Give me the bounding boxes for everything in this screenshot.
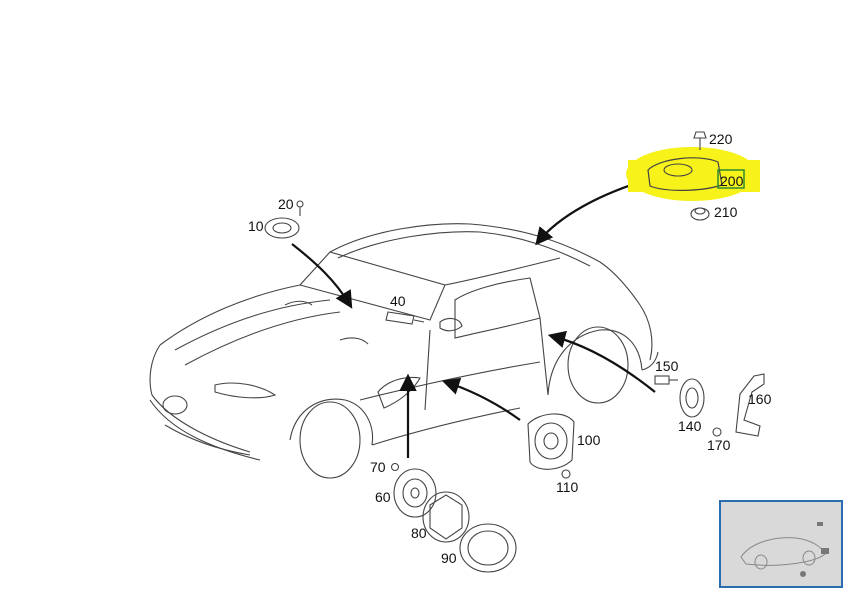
part-150-bolt — [654, 375, 678, 385]
callout-220: 220 — [709, 131, 733, 147]
callout-150: 150 — [655, 358, 679, 374]
callout-170: 170 — [707, 437, 731, 453]
part-200-highlight[interactable] — [626, 147, 760, 201]
callout-100: 100 — [577, 432, 601, 448]
callout-70: 70 — [370, 459, 386, 475]
arrow-to-door — [441, 377, 521, 421]
part-60-woofer — [393, 468, 437, 518]
car-outline — [149, 223, 659, 479]
callout-40: 40 — [390, 293, 406, 309]
part-210-clip — [690, 207, 710, 221]
arrows — [291, 180, 656, 458]
arrow-to-dash — [291, 243, 353, 309]
arrow-to-rear — [547, 330, 656, 393]
arrow-to-roof — [535, 180, 641, 246]
part-140-speaker — [679, 378, 705, 418]
callout-60: 60 — [375, 489, 391, 505]
thumbnail-preview[interactable] — [719, 500, 843, 588]
part-110-nut — [561, 469, 571, 479]
part-170-clip — [712, 427, 722, 437]
callout-210: 210 — [714, 204, 738, 220]
highlight-box — [717, 169, 745, 189]
callout-labels: 220 200 210 20 10 40 150 160 140 170 100… — [248, 131, 772, 566]
part-90-ring — [459, 523, 517, 573]
callout-20: 20 — [278, 196, 294, 212]
callout-140: 140 — [678, 418, 702, 434]
part-70-clip — [390, 462, 400, 472]
part-20-screw — [296, 200, 304, 216]
part-80-grille — [422, 491, 470, 543]
callout-10: 10 — [248, 218, 264, 234]
part-220-bolt — [693, 131, 707, 150]
part-100-woofer — [527, 413, 575, 470]
callout-80: 80 — [411, 525, 427, 541]
part-40-speaker — [385, 311, 425, 325]
callout-90: 90 — [441, 550, 457, 566]
part-10-tweeter — [264, 217, 300, 239]
callout-110: 110 — [556, 479, 579, 495]
callout-160: 160 — [748, 391, 772, 407]
callout-200: 200 — [720, 173, 744, 189]
thumbnail-car-icon — [740, 522, 829, 577]
part-160-bracket — [735, 373, 765, 437]
